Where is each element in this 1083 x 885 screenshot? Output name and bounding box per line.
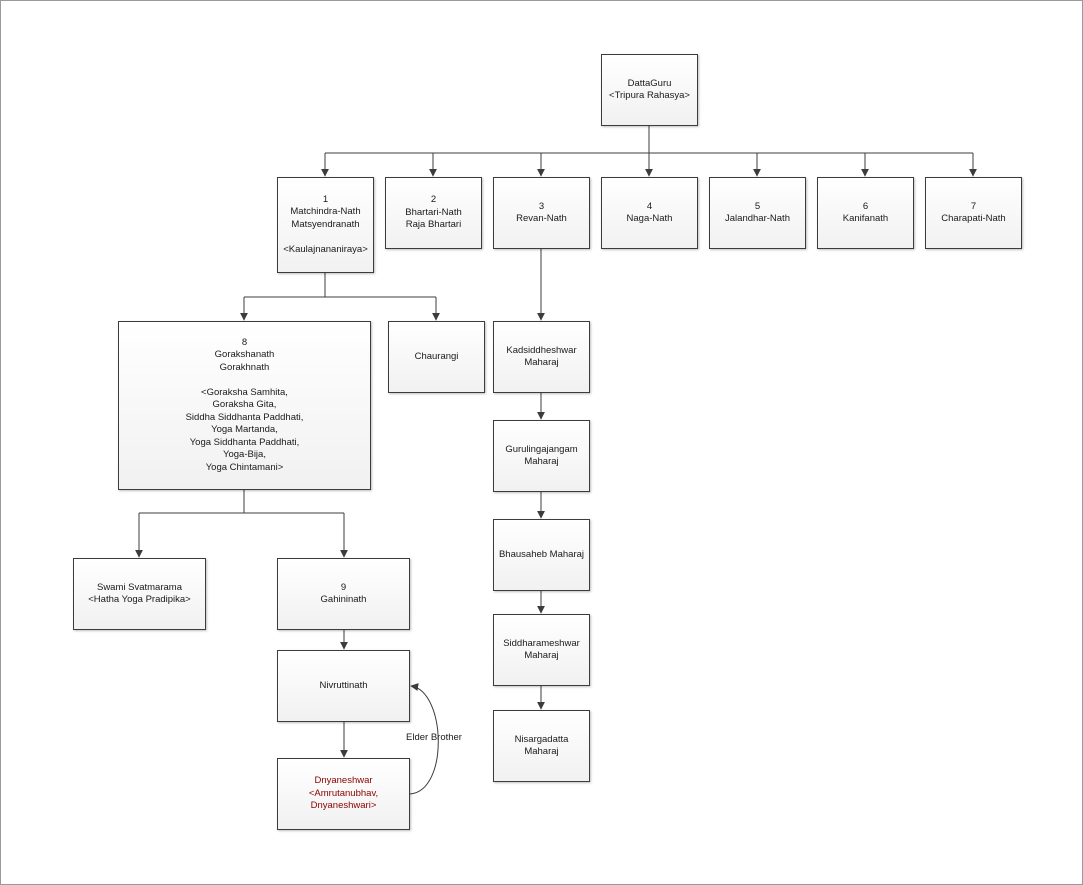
node-chaurangi: Chaurangi xyxy=(388,321,485,393)
node-siddharameshwar-label: Siddharameshwar Maharaj xyxy=(503,637,580,662)
node-gurulingajangam-maharaj: Gurulingajangam Maharaj xyxy=(493,420,590,492)
node-nivruttinath: Nivruttinath xyxy=(277,650,410,722)
node-gahininath: 9 Gahininath xyxy=(277,558,410,630)
node-swami-svatmarama-label: Swami Svatmarama <Hatha Yoga Pradipika> xyxy=(88,581,191,606)
node-jalandhar-nath: 5 Jalandhar-Nath xyxy=(709,177,806,249)
node-matchindra-nath: 1 Matchindra-Nath Matsyendranath <Kaulaj… xyxy=(277,177,374,273)
node-charapati-nath-label: 7 Charapati-Nath xyxy=(941,200,1006,225)
node-kanifanath: 6 Kanifanath xyxy=(817,177,914,249)
node-dattaguru: DattaGuru <Tripura Rahasya> xyxy=(601,54,698,126)
node-kanifanath-label: 6 Kanifanath xyxy=(842,200,889,225)
node-bhartari-nath: 2 Bhartari-Nath Raja Bhartari xyxy=(385,177,482,249)
node-charapati-nath: 7 Charapati-Nath xyxy=(925,177,1022,249)
node-nisargadatta-maharaj: Nisargadatta Maharaj xyxy=(493,710,590,782)
node-bhartari-nath-label: 2 Bhartari-Nath Raja Bhartari xyxy=(405,194,462,231)
node-kadsiddheshwar-label: Kadsiddheshwar Maharaj xyxy=(506,344,577,369)
node-bhausaheb-maharaj: Bhausaheb Maharaj xyxy=(493,519,590,591)
node-dnyaneshwar-label: Dnyaneshwar <Amrutanubhav, Dnyaneshwari> xyxy=(308,775,379,812)
node-jalandhar-nath-label: 5 Jalandhar-Nath xyxy=(725,200,790,225)
node-revan-nath-label: 3 Revan-Nath xyxy=(516,200,567,225)
node-naga-nath: 4 Naga-Nath xyxy=(601,177,698,249)
connector-n1-trunk xyxy=(324,273,436,298)
node-swami-svatmarama: Swami Svatmarama <Hatha Yoga Pradipika> xyxy=(73,558,206,630)
node-nisargadatta-label: Nisargadatta Maharaj xyxy=(514,733,569,758)
node-kadsiddheshwar-maharaj: Kadsiddheshwar Maharaj xyxy=(493,321,590,393)
connector-elder-brother xyxy=(409,683,439,795)
node-naga-nath-label: 4 Naga-Nath xyxy=(626,200,673,225)
node-bhausaheb-label: Bhausaheb Maharaj xyxy=(498,548,585,560)
edge-label-elder-brother: Elder Brother xyxy=(406,732,462,743)
node-gurulingajangam-label: Gurulingajangam Maharaj xyxy=(505,443,578,468)
node-dnyaneshwar: Dnyaneshwar <Amrutanubhav, Dnyaneshwari> xyxy=(277,758,410,830)
node-chaurangi-label: Chaurangi xyxy=(414,350,459,362)
node-revan-nath: 3 Revan-Nath xyxy=(493,177,590,249)
node-dattaguru-label: DattaGuru <Tripura Rahasya> xyxy=(609,77,690,102)
node-matchindra-nath-label: 1 Matchindra-Nath Matsyendranath <Kaulaj… xyxy=(283,193,368,255)
node-gorakshanath-label: 8 Gorakshanath Gorakhnath <Goraksha Samh… xyxy=(185,336,304,473)
node-gorakshanath: 8 Gorakshanath Gorakhnath <Goraksha Samh… xyxy=(118,321,371,490)
node-nivruttinath-label: Nivruttinath xyxy=(319,679,368,691)
node-siddharameshwar-maharaj: Siddharameshwar Maharaj xyxy=(493,614,590,686)
node-gahininath-label: 9 Gahininath xyxy=(320,581,367,606)
